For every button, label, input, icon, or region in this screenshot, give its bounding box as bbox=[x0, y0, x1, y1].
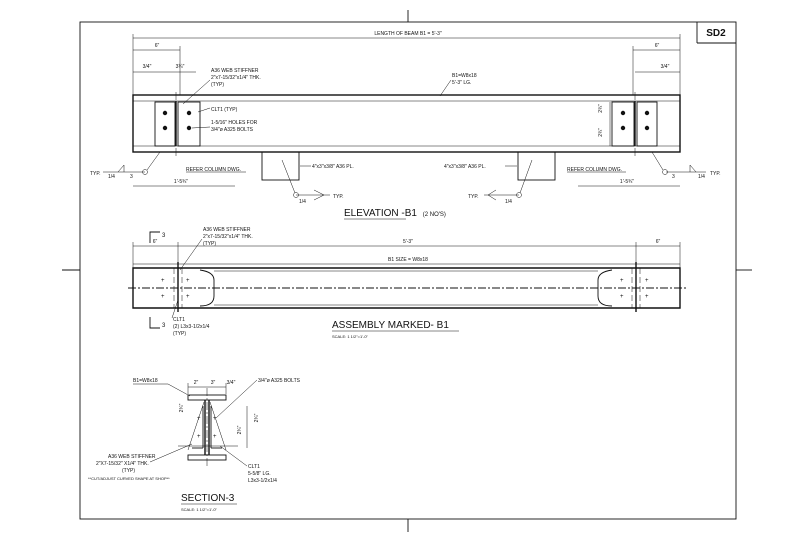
dim-1-534-right: 1'-5¾" bbox=[620, 179, 634, 185]
holes-label-2: 3/4"ø A325 BOLTS bbox=[211, 127, 254, 133]
svg-text:+: + bbox=[213, 434, 217, 440]
svg-text:+: + bbox=[161, 294, 165, 300]
beam-callout-1: B1=W8x18 bbox=[452, 73, 477, 79]
refer-column-left: REFER COLUMN DWG. bbox=[186, 167, 241, 173]
section-dim-2-34b: 2¾" bbox=[237, 425, 243, 434]
section-clip-1: CLT1 bbox=[248, 464, 260, 470]
assembly-clip-1: CLT1 bbox=[173, 317, 185, 323]
section-stiffener-3: (TYP) bbox=[122, 468, 135, 474]
svg-text:TYP.: TYP. bbox=[710, 171, 720, 177]
svg-text:1/4: 1/4 bbox=[698, 174, 705, 180]
section-cut-bottom: 3 bbox=[149, 317, 166, 329]
assembly-stiffener-1: A36 WEB STIFFNER bbox=[203, 227, 251, 233]
svg-text:+: + bbox=[645, 294, 649, 300]
dim-6-left: 6" bbox=[155, 43, 160, 49]
svg-text:TYP.: TYP. bbox=[90, 171, 100, 177]
beam-length-note: LENGTH OF BEAM B1 = 5'-3" bbox=[374, 31, 442, 37]
assembly-scale: SCALE: 1 1/2"=1'-0" bbox=[332, 334, 369, 339]
dim-1-534-left: 1'-5¾" bbox=[174, 179, 188, 185]
dim-2-34-top: 2¾" bbox=[598, 104, 604, 113]
svg-text:TYP.: TYP. bbox=[333, 194, 343, 200]
section-stiffener-2: 2"X7-15/32" X1/4" THK. bbox=[96, 461, 149, 467]
beam-callout-2: 5'-3" LG. bbox=[452, 80, 471, 86]
svg-text:1/4: 1/4 bbox=[108, 174, 115, 180]
right-connection bbox=[611, 92, 658, 158]
dim-6-right: 6" bbox=[655, 43, 660, 49]
holes-label-1: 1-5/16" HOLES FOR bbox=[211, 120, 258, 126]
assembly-clip-2: (2) L3x3-1/2x1/4 bbox=[173, 324, 210, 330]
svg-text:1/4: 1/4 bbox=[505, 199, 512, 205]
plate-left-label: 4"x3"x3/8" A36 PL. bbox=[312, 164, 354, 170]
stiffener-label-3: (TYP) bbox=[211, 82, 224, 88]
dim-3-4-right: 3/4" bbox=[661, 64, 670, 70]
assembly-title: ASSEMBLY MARKED- B1 bbox=[332, 320, 449, 331]
svg-text:TYP.: TYP. bbox=[468, 194, 478, 200]
plate-left bbox=[261, 151, 300, 181]
assembly-size: B1 SIZE = W8x18 bbox=[388, 257, 428, 263]
weld-symbol-plate-left: 1/4 TYP. bbox=[281, 159, 343, 205]
dim-3-4: 3/4" bbox=[143, 64, 152, 70]
sheet-number: SD2 bbox=[706, 28, 726, 39]
svg-text:+: + bbox=[620, 278, 624, 284]
svg-text:+: + bbox=[645, 278, 649, 284]
plate-right-label: 4"x3"x3/8" A36 PL. bbox=[444, 164, 486, 170]
section-cut-top: 3 bbox=[149, 231, 166, 243]
assembly-clip-3: (TYP) bbox=[173, 331, 186, 337]
stiffener-label-2: 2"x7-15/32"x1/4" THK. bbox=[211, 75, 261, 81]
section-stiffener-1: A36 WEB STIFFNER bbox=[108, 454, 156, 460]
assembly-overall: 5'-3" bbox=[403, 239, 413, 245]
elevation-title: ELEVATION -B1 (2 NO'S) bbox=[344, 208, 446, 219]
section-note: **CUT/ADJUST CURVED SHAPE AT SHOP** bbox=[88, 476, 170, 481]
section-dim-34: 3/4" bbox=[227, 380, 236, 386]
section-clip-2: 5-5/8" LG. bbox=[248, 471, 271, 477]
section-dim-2-34c: 2¾" bbox=[179, 403, 185, 412]
assembly-stiffener-3: (TYP) bbox=[203, 241, 216, 247]
section-beam: B1=W8x18 bbox=[133, 378, 158, 384]
svg-text:+: + bbox=[620, 294, 624, 300]
dim-3-14: 3¼" bbox=[176, 64, 185, 70]
section-view: + + + + 2" 3" 3/4" 2¾" 2¾" 2¾" B1=W8x18 … bbox=[88, 378, 301, 512]
svg-text:3: 3 bbox=[162, 323, 166, 329]
svg-text:+: + bbox=[213, 416, 217, 422]
weld-symbol-left: TYP. 1/4 3 bbox=[90, 151, 161, 180]
clip-label: CLT1 (TYP) bbox=[211, 107, 238, 113]
assembly-stiffener-2: 2"x7-15/32"x1/4" THK. bbox=[203, 234, 253, 240]
svg-text:+: + bbox=[186, 278, 190, 284]
svg-text:3: 3 bbox=[672, 174, 675, 180]
assembly-dim-left: 6" bbox=[153, 239, 158, 245]
plate-right bbox=[517, 151, 556, 181]
section-bolts: 3/4"ø A325 BOLTS bbox=[258, 378, 301, 384]
stiffener-label-1: A36 WEB STIFFNER bbox=[211, 68, 259, 74]
dim-2-34-bottom: 2¾" bbox=[598, 128, 604, 137]
svg-text:+: + bbox=[197, 434, 201, 440]
weld-symbol-right: TYP. 3 1/4 bbox=[651, 151, 720, 180]
svg-text:3: 3 bbox=[162, 233, 166, 239]
section-dim-2-34: 2¾" bbox=[254, 413, 260, 422]
elevation-view: LENGTH OF BEAM B1 = 5'-3" 6" 6" 3/4" 3¼"… bbox=[90, 31, 720, 220]
section-scale: SCALE: 1 1/2"=1'-0" bbox=[181, 507, 218, 512]
sheet-number-box: SD2 bbox=[696, 22, 736, 44]
section-title: SECTION-3 bbox=[181, 493, 235, 504]
refer-column-right: REFER COLUMN DWG. bbox=[567, 167, 622, 173]
beam-b1-assembly bbox=[132, 267, 681, 309]
assembly-dim-right: 6" bbox=[656, 239, 661, 245]
left-connection bbox=[154, 92, 201, 158]
weld-symbol-plate-right: 1/4 TYP. bbox=[468, 159, 533, 205]
section-dim-2: 2" bbox=[194, 380, 199, 386]
beam-b1-elevation bbox=[132, 94, 681, 153]
svg-text:1/4: 1/4 bbox=[299, 199, 306, 205]
section-clip-3: L3x3-1/2x1/4 bbox=[248, 478, 277, 484]
svg-text:3: 3 bbox=[130, 174, 133, 180]
assembly-view: 3 3 6" 5'-3" 6" B1 SIZE = W8x18 + + + + bbox=[128, 227, 686, 339]
svg-text:+: + bbox=[186, 294, 190, 300]
section-dim-3: 3" bbox=[211, 380, 216, 386]
svg-text:+: + bbox=[197, 416, 201, 422]
svg-text:+: + bbox=[161, 278, 165, 284]
